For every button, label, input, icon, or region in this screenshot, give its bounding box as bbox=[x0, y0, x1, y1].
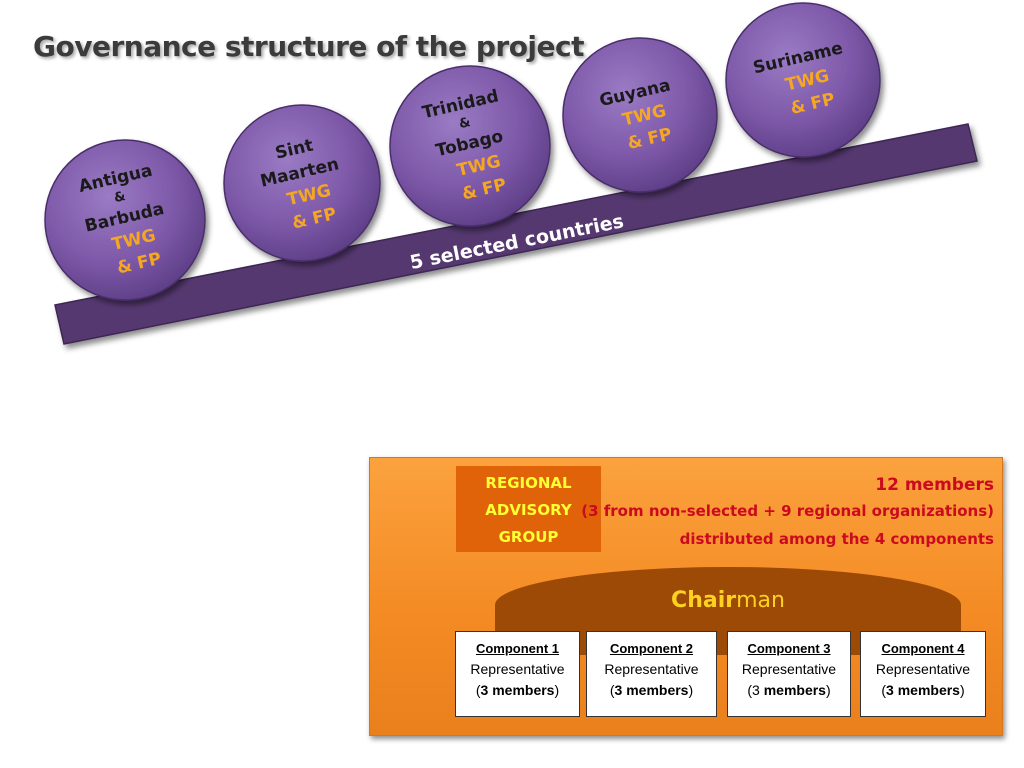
component-name: Component 1 bbox=[475, 641, 560, 656]
members-info: 12 members (3 from non-selected + 9 regi… bbox=[581, 473, 994, 553]
country-circle-shape bbox=[725, 2, 881, 158]
component-2-box: Component 2 Representative (3 members) bbox=[586, 631, 717, 717]
component-rep: Representative bbox=[875, 661, 971, 677]
members-title: 12 members bbox=[875, 475, 994, 495]
country-circle-shape bbox=[44, 139, 206, 301]
component-name: Component 2 bbox=[609, 641, 694, 656]
chair-bold: Chair bbox=[671, 588, 737, 613]
country-name-line: & bbox=[113, 189, 127, 206]
component-members: (3 members) bbox=[881, 682, 965, 698]
component-name: Component 4 bbox=[881, 641, 965, 656]
component-rep: Representative bbox=[741, 661, 837, 677]
countries-diagram: 5 selected countries Antigua&BarbudaTWG&… bbox=[44, 2, 978, 345]
component-name: Component 3 bbox=[747, 641, 831, 656]
component-3-box: Component 3 Representative (3 members) bbox=[727, 631, 851, 717]
rag-line-2: ADVISORY bbox=[485, 501, 572, 519]
page-title: Governance structure of the project bbox=[33, 30, 585, 63]
chair-rest: man bbox=[736, 588, 785, 613]
component-rep: Representative bbox=[604, 661, 699, 677]
component-members: (3 members) bbox=[475, 682, 560, 698]
rag-line-1: REGIONAL bbox=[485, 474, 572, 492]
rag-line-3: GROUP bbox=[498, 528, 559, 546]
regional-advisory-group-label: REGIONAL ADVISORY GROUP bbox=[456, 466, 601, 552]
country-circle-shape bbox=[223, 104, 381, 262]
component-members: (3 members) bbox=[609, 682, 694, 698]
component-members: (3 members) bbox=[747, 682, 831, 698]
country-circle-shape bbox=[389, 65, 551, 227]
country-circle-shape bbox=[562, 37, 718, 193]
members-distribution: distributed among the 4 components bbox=[679, 530, 994, 548]
component-1-box: Component 1 Representative (3 members) bbox=[455, 631, 580, 717]
country-name-line: & bbox=[458, 115, 472, 132]
members-detail: (3 from non-selected + 9 regional organi… bbox=[581, 502, 994, 520]
chairman-label: Chairman bbox=[495, 588, 961, 613]
component-4-box: Component 4 Representative (3 members) bbox=[860, 631, 986, 717]
component-rep: Representative bbox=[470, 661, 565, 677]
